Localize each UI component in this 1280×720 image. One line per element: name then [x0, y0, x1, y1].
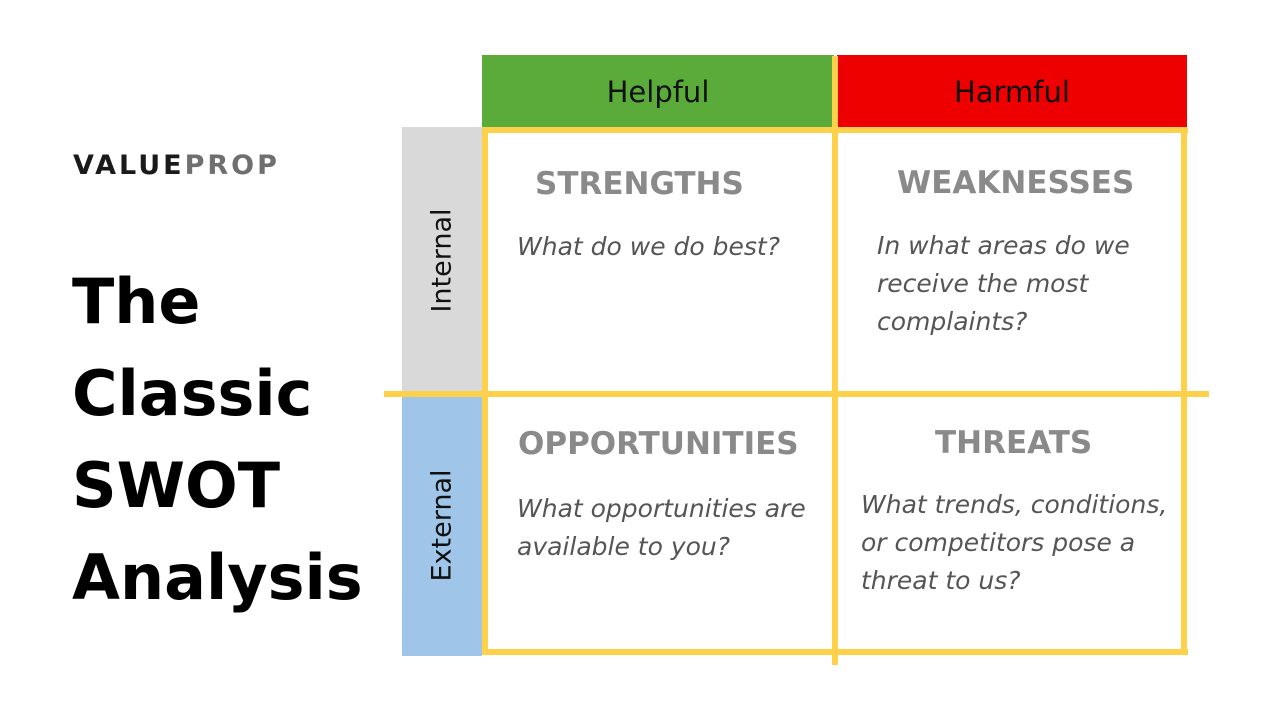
- title-line: Analysis: [72, 541, 363, 614]
- weaknesses-question: In what areas do we receive the most com…: [877, 231, 1130, 336]
- row-header-external-label: External: [426, 468, 458, 582]
- page-title: The Classic SWOT Analysis: [72, 256, 392, 624]
- title-line: SWOT: [72, 449, 281, 522]
- row-header-internal: Internal: [402, 127, 482, 394]
- column-header-helpful: Helpful: [482, 55, 834, 128]
- opportunities-title: OPPORTUNITIES: [518, 426, 799, 462]
- opportunities-question: What opportunities are available to you?: [517, 494, 806, 561]
- row-header-external: External: [402, 394, 482, 656]
- brand-logo-part2: PROP: [184, 150, 280, 181]
- strengths-title: STRENGTHS: [535, 166, 744, 202]
- brand-logo: VALUEPROP: [73, 150, 280, 181]
- title-line: The: [72, 265, 201, 338]
- strengths-question: What do we do best?: [517, 232, 780, 261]
- brand-logo-part1: VALUE: [73, 150, 185, 181]
- row-header-internal-label: Internal: [426, 208, 458, 313]
- title-line: Classic: [72, 357, 313, 430]
- grid-center-horizontal: [384, 391, 1209, 397]
- column-header-harmful-label: Harmful: [954, 74, 1070, 109]
- weaknesses-title: WEAKNESSES: [897, 165, 1135, 201]
- threats-title: THREATS: [935, 425, 1093, 461]
- threats-question: What trends, conditions, or competitors …: [861, 490, 1168, 595]
- column-header-harmful: Harmful: [837, 55, 1187, 128]
- column-header-helpful-label: Helpful: [606, 74, 710, 109]
- grid-center-vertical: [832, 56, 838, 665]
